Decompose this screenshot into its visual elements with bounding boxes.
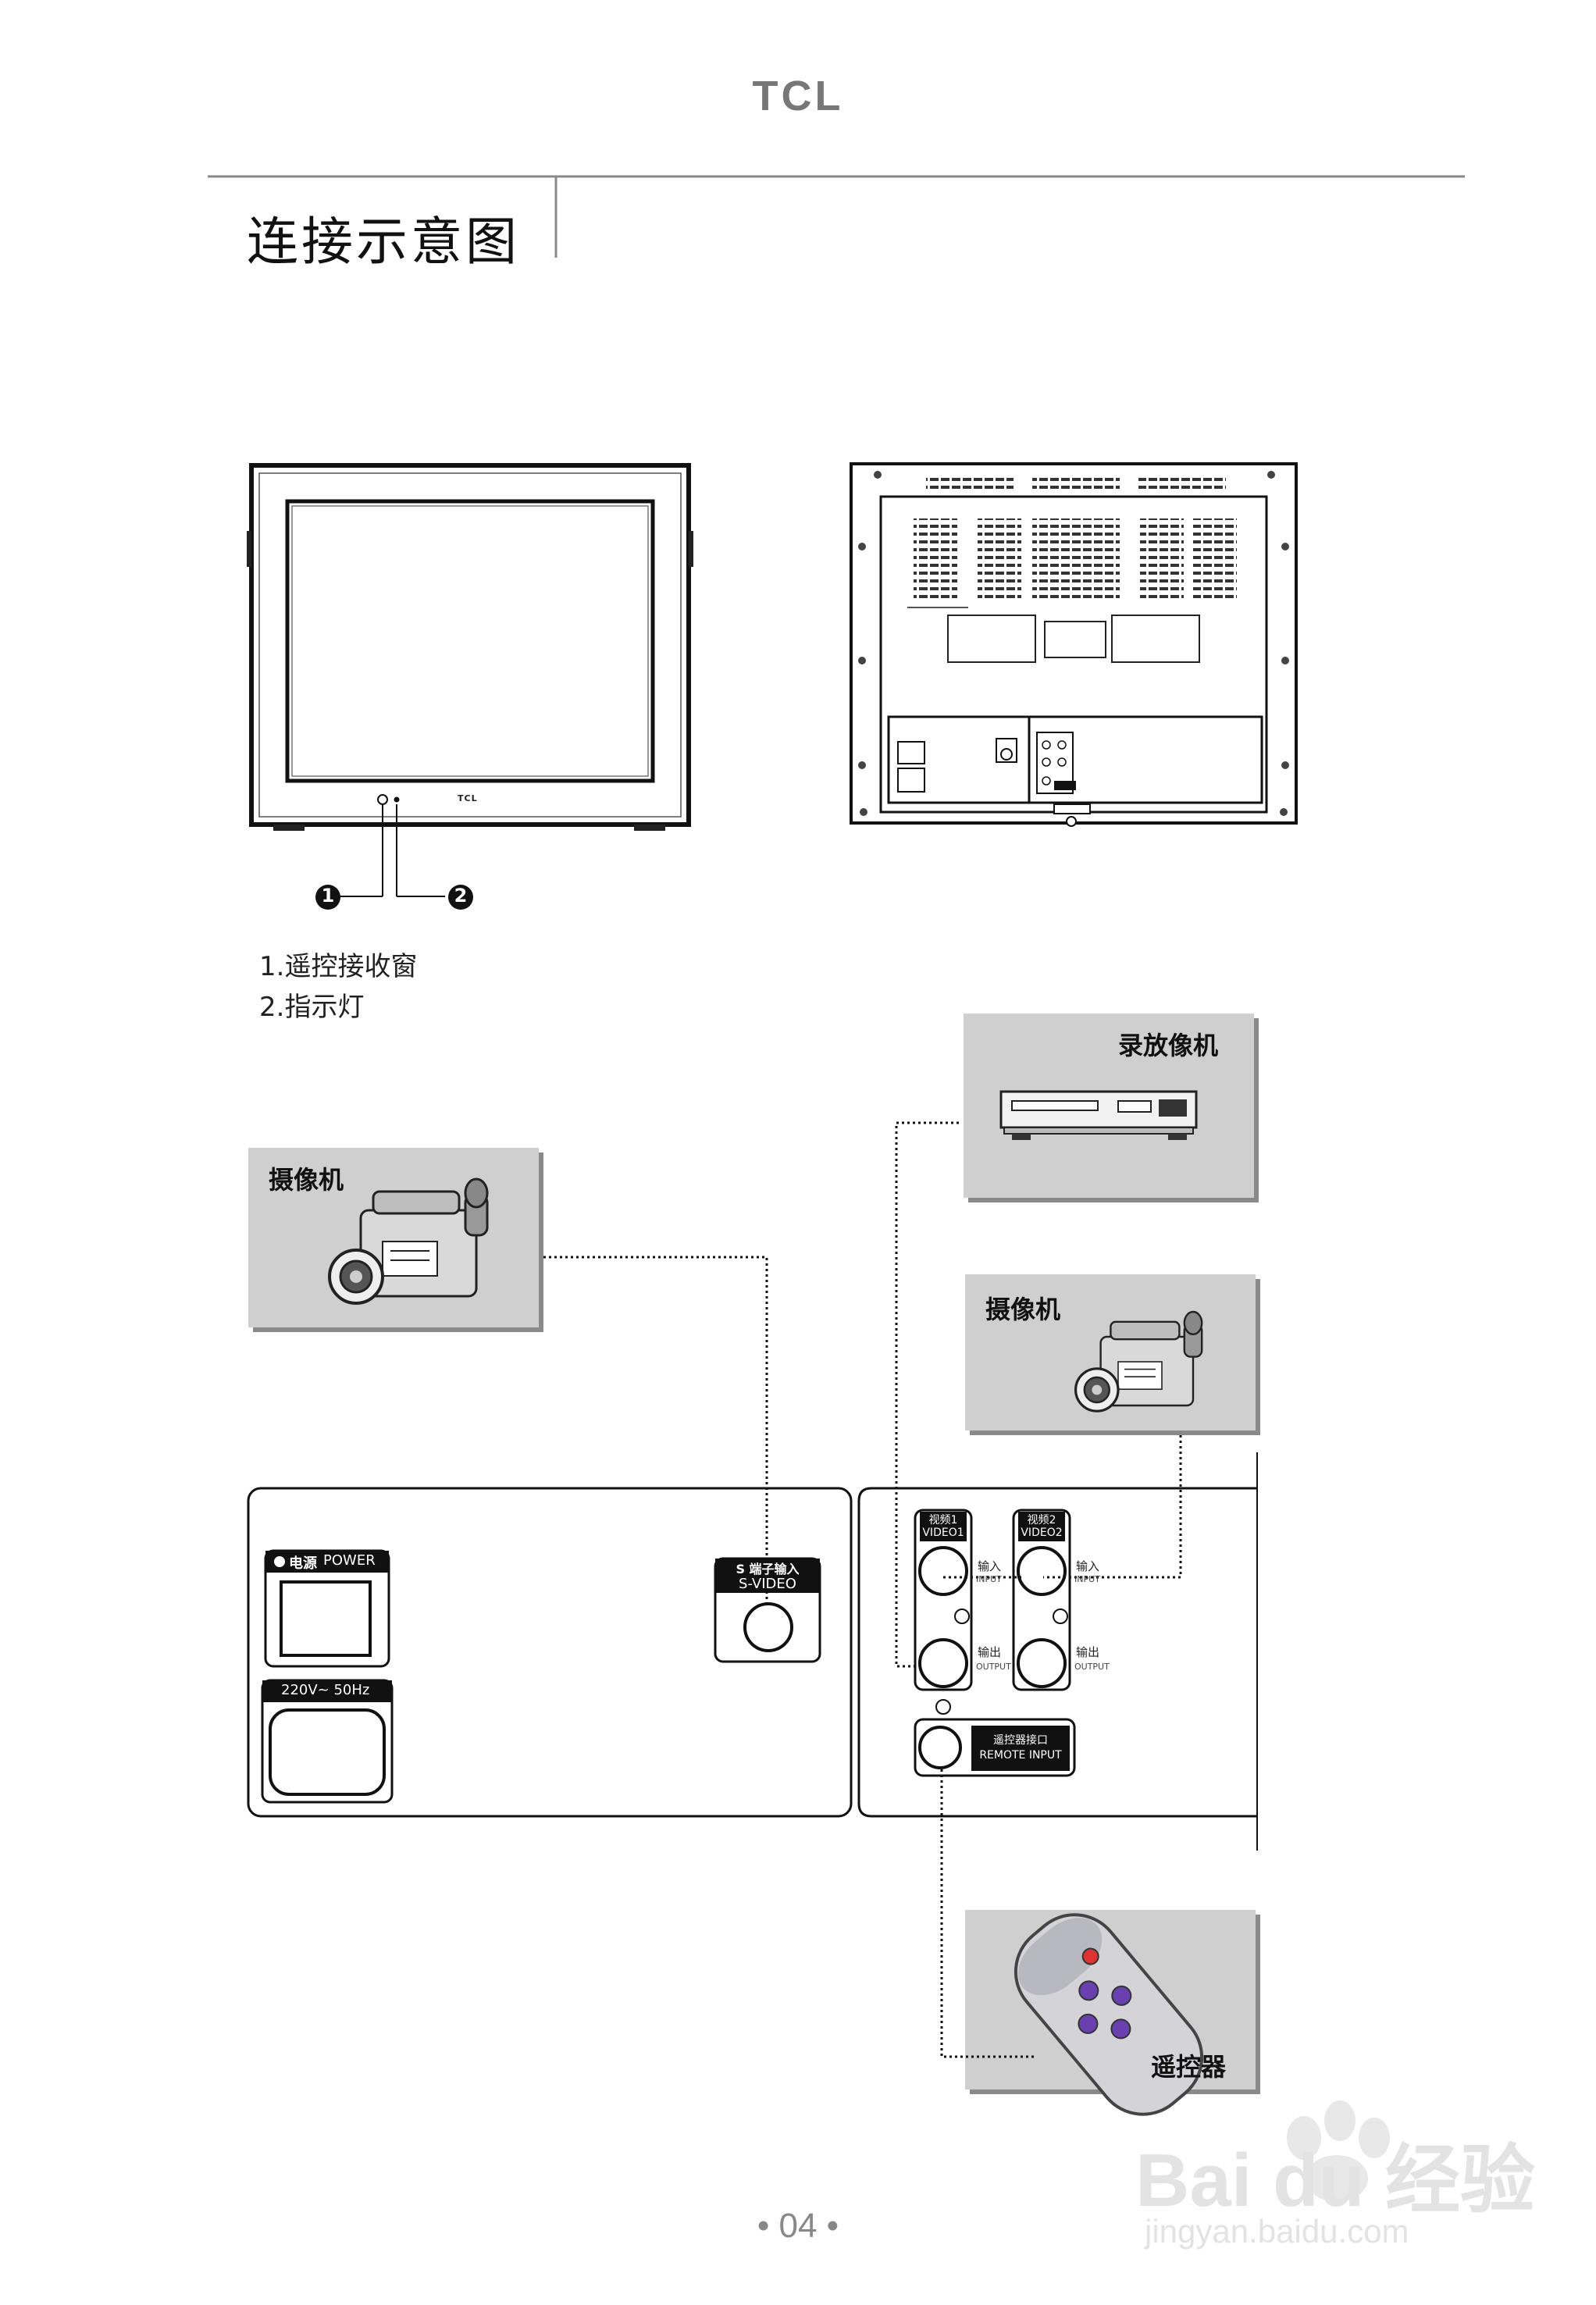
vcr-illustration: [999, 1090, 1198, 1140]
remote-label: 遥控器: [1151, 2052, 1227, 2082]
camcorder-right-illustration: [1074, 1310, 1203, 1413]
line-camcorder-to-video2-input: [1043, 1435, 1182, 1579]
legend-item-remote-window: 1.遥控接收窗: [259, 951, 418, 982]
video1-output-label-en: OUTPUT: [976, 1662, 1011, 1672]
right-connector-panel: [857, 1452, 1258, 1851]
video2-label-cn: 视频2: [1027, 1514, 1056, 1527]
brand-logo: TCL: [752, 73, 844, 119]
video2-input-label-en: INPUT: [1074, 1574, 1100, 1584]
camcorder-left-illustration: [328, 1177, 489, 1305]
line-vcr-to-video1-output: [895, 1121, 959, 1668]
watermark-logo: Bai du 经验: [1135, 2139, 1536, 2222]
video1-input-label-en: INPUT: [976, 1574, 1002, 1584]
video1-label-cn: 视频1: [928, 1514, 958, 1527]
page-number: • 04 •: [757, 2207, 839, 2245]
watermark-url: jingyan.baidu.com: [1145, 2213, 1409, 2250]
callout-1-label: 1: [321, 885, 335, 907]
line-camcorder-to-svideo: [543, 1256, 768, 1604]
callout-1-badge: [315, 885, 340, 910]
monitor-front: [247, 463, 693, 910]
remote-illustration: [1014, 1913, 1204, 2116]
remote-input-label-en: REMOTE INPUT: [979, 1749, 1062, 1762]
legend-item-indicator: 2.指示灯: [259, 992, 365, 1023]
power-label-en: POWER: [323, 1552, 376, 1569]
monitor-back: [850, 462, 1298, 827]
monitor-brand-label: TCL: [458, 793, 478, 803]
svideo-label-en: S-VIDEO: [739, 1576, 796, 1592]
callout-2-label: 2: [454, 885, 468, 907]
video1-input-label-cn: 输入: [978, 1559, 1002, 1573]
page-title: 连接示意图: [247, 212, 520, 272]
vcr-label: 录放像机: [1118, 1031, 1219, 1060]
remote-input-label-cn: 遥控器接口: [993, 1734, 1048, 1747]
indicator-lamp: [394, 796, 400, 803]
line-remote-to-remote-input: [940, 1769, 1037, 2058]
power-label-cn: 电源: [289, 1555, 317, 1572]
watermark-paw-icon: [1287, 2100, 1390, 2202]
svideo-label-cn: S 端子输入: [736, 1562, 800, 1576]
video2-output-label-cn: 输出: [1076, 1645, 1100, 1659]
video2-label-en: VIDEO2: [1021, 1527, 1063, 1539]
mains-rating-label: 220V~ 50Hz: [281, 1682, 370, 1698]
camcorder-right-label: 摄像机: [985, 1295, 1061, 1324]
callout-2-badge: [448, 885, 473, 910]
video2-output-label-en: OUTPUT: [1074, 1662, 1110, 1672]
video1-label-en: VIDEO1: [922, 1527, 964, 1539]
left-connector-panel: [247, 1487, 853, 1818]
video2-input-label-cn: 输入: [1076, 1559, 1100, 1573]
remote-receiver-window: [377, 794, 388, 805]
video1-output-label-cn: 输出: [978, 1645, 1002, 1659]
connection-lines: [543, 1121, 1182, 2058]
camcorder-left-label: 摄像机: [269, 1165, 344, 1195]
